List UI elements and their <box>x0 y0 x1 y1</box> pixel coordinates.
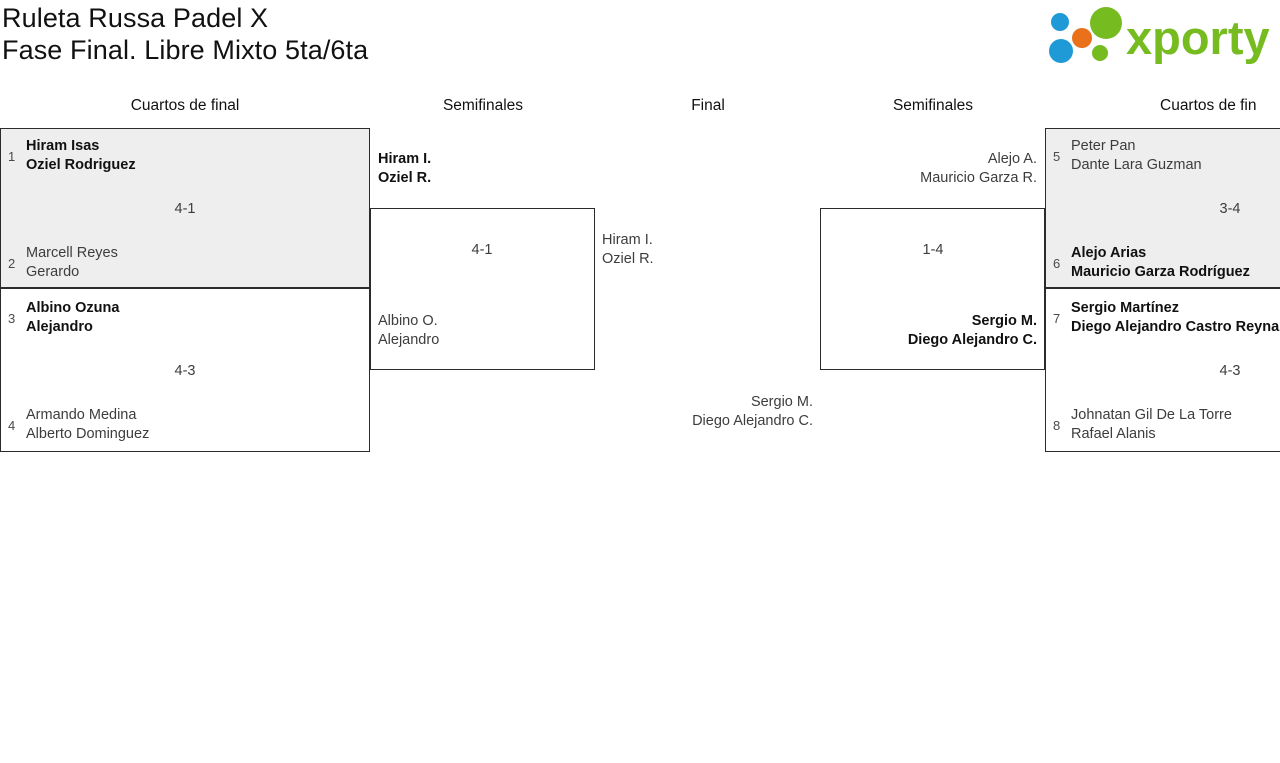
team-qf3-top-player1: Peter Pan <box>1071 138 1136 154</box>
team-qf2-bottom-player2: Alberto Dominguez <box>26 426 150 442</box>
score-sf-left: 4-1 <box>471 242 493 258</box>
team-final-right-player2: Diego Alejandro C. <box>692 413 813 429</box>
logo-dot-blue-small <box>1051 13 1069 31</box>
seed-5: 5 <box>1053 149 1061 164</box>
page-title: Ruleta Russa Padel X Fase Final. Libre M… <box>0 0 368 66</box>
score-qf1: 4-1 <box>174 201 196 217</box>
tournament-name: Ruleta Russa Padel X <box>2 3 269 33</box>
seed-3: 3 <box>8 311 16 326</box>
xporty-logo[interactable]: xporty <box>1038 6 1274 68</box>
team-qf1-bottom-player1: Marcell Reyes <box>26 245 118 261</box>
team-qf3-bottom-player1: Alejo Arias <box>1071 245 1147 261</box>
team-final-right-player1: Sergio M. <box>750 394 813 410</box>
match-box-qf1[interactable] <box>0 128 370 288</box>
team-qf4-top-player1: Sergio Martínez <box>1071 300 1179 316</box>
round-header-final: Final <box>691 97 725 114</box>
team-sf-left-bottom-player1: Albino O. <box>378 313 438 329</box>
score-qf3: 3-4 <box>1219 201 1241 217</box>
tournament-phase: Fase Final. Libre Mixto 5ta/6ta <box>2 35 369 65</box>
round-header-sf-left: Semifinales <box>442 97 524 114</box>
round-header-sf-right: Semifinales <box>892 97 974 114</box>
logo-wordmark: xporty <box>1126 11 1270 64</box>
team-qf3-top-player2: Dante Lara Guzman <box>1071 157 1202 173</box>
logo-dot-green-large <box>1090 7 1122 39</box>
team-final-left-player2: Oziel R. <box>602 251 654 267</box>
score-qf4: 4-3 <box>1219 363 1241 379</box>
score-sf-right: 1-4 <box>922 242 944 258</box>
round-header-qf-left: Cuartos de final <box>130 97 240 114</box>
team-sf-right-top-player1: Alejo A. <box>987 151 1037 167</box>
seed-4: 4 <box>8 418 16 433</box>
logo-dot-blue-large <box>1049 39 1073 63</box>
team-qf4-bottom-player2: Rafael Alanis <box>1071 426 1156 442</box>
team-qf1-top-player1: Hiram Isas <box>26 138 100 154</box>
match-box-qf2[interactable] <box>0 288 370 452</box>
team-qf2-bottom-player1: Armando Medina <box>26 407 137 423</box>
team-qf4-top-player2: Diego Alejandro Castro Reyna <box>1071 319 1280 335</box>
team-sf-right-bottom-player1: Sergio M. <box>971 313 1037 329</box>
xporty-logo-svg: xporty <box>1049 7 1270 64</box>
seed-2: 2 <box>8 256 16 271</box>
team-sf-left-top-player2: Oziel R. <box>378 170 432 186</box>
logo-dot-orange <box>1072 28 1092 48</box>
round-header-qf-right: Cuartos de fin <box>1160 97 1257 114</box>
team-qf1-top-player2: Oziel Rodriguez <box>26 157 136 173</box>
team-sf-right-top-player2: Mauricio Garza R. <box>920 170 1037 186</box>
match-box-qf3[interactable] <box>1045 128 1280 288</box>
score-qf2: 4-3 <box>174 363 196 379</box>
seed-7: 7 <box>1053 311 1061 326</box>
team-qf3-bottom-player2: Mauricio Garza Rodríguez <box>1071 264 1250 280</box>
team-sf-left-top-player1: Hiram I. <box>378 151 432 167</box>
seed-8: 8 <box>1053 418 1061 433</box>
team-qf2-top-player1: Albino Ozuna <box>26 300 120 316</box>
seed-6: 6 <box>1053 256 1061 271</box>
team-qf2-top-player2: Alejandro <box>26 319 93 335</box>
team-sf-right-bottom-player2: Diego Alejandro C. <box>907 332 1037 348</box>
match-box-sf-left[interactable] <box>370 208 595 370</box>
match-box-qf4[interactable] <box>1045 288 1280 452</box>
seed-1: 1 <box>8 149 16 164</box>
match-box-sf-right[interactable] <box>820 208 1045 370</box>
logo-dot-green-small <box>1092 45 1108 61</box>
team-sf-left-bottom-player2: Alejandro <box>378 332 440 348</box>
team-qf4-bottom-player1: Johnatan Gil De La Torre <box>1071 407 1232 423</box>
team-qf1-bottom-player2: Gerardo <box>26 264 80 280</box>
team-final-left-player1: Hiram I. <box>602 232 653 248</box>
